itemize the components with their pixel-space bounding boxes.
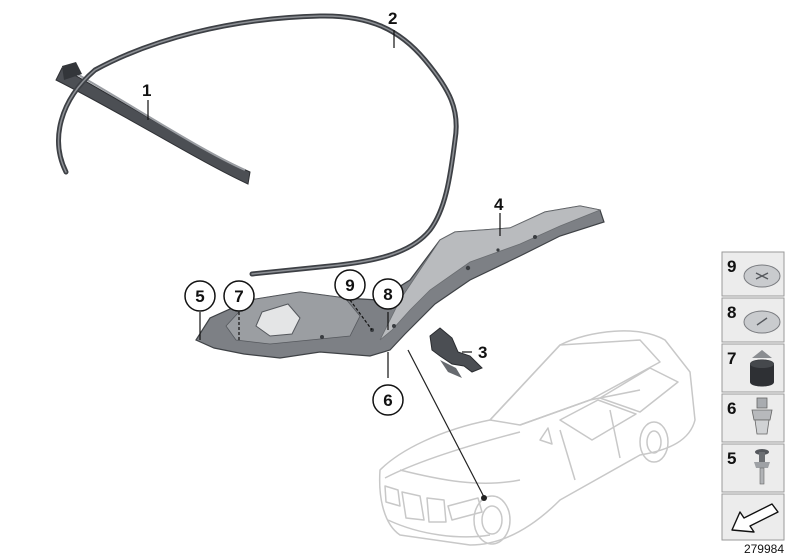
callout-5: 5: [195, 287, 204, 306]
expansion-rivet-icon: [751, 397, 773, 435]
screw-clip-icon: [754, 449, 770, 485]
leader-line-car: [407, 349, 485, 498]
legend-num-7: 7: [727, 349, 736, 368]
legend-panel: 9 8 7 6: [721, 251, 785, 541]
legend-item-6: 6: [721, 393, 785, 443]
legend-num-5: 5: [727, 449, 736, 468]
legend-item-9: 9: [721, 251, 785, 297]
part-3-bracket: [429, 327, 483, 378]
callout-7-circle: 7: [223, 280, 255, 312]
direction-arrow-icon: [731, 503, 779, 533]
leader-dot-car: [481, 495, 487, 501]
callout-9: 9: [345, 276, 354, 295]
callout-8: 8: [383, 285, 392, 304]
callout-4: 4: [494, 195, 504, 214]
callout-9-circle: 9: [334, 269, 366, 301]
legend-item-7: 7: [721, 343, 785, 393]
callout-7: 7: [234, 287, 243, 306]
car-outline: [378, 330, 696, 546]
legend-num-6: 6: [727, 399, 736, 418]
part-2-roof-seal: [56, 13, 459, 277]
rubber-plug-icon: [750, 350, 774, 387]
legend-item-5: 5: [721, 443, 785, 493]
callout-6: 6: [383, 391, 392, 410]
legend-item-arrow: [721, 493, 785, 541]
callout-8-circle: 8: [372, 278, 404, 310]
legend-num-9: 9: [727, 257, 736, 276]
callout-5-circle: 5: [184, 280, 216, 312]
legend-item-8: 8: [721, 297, 785, 343]
callout-2: 2: [388, 9, 397, 28]
callout-1: 1: [142, 81, 151, 100]
reference-code: 279984: [744, 542, 784, 556]
leader-lines: [147, 30, 501, 378]
part-4-cowl-panel: [195, 205, 605, 359]
callout-3: 3: [478, 343, 487, 362]
legend-num-8: 8: [727, 303, 736, 322]
part-1-windshield-seal: [55, 62, 251, 185]
callout-6-circle: 6: [372, 384, 404, 416]
